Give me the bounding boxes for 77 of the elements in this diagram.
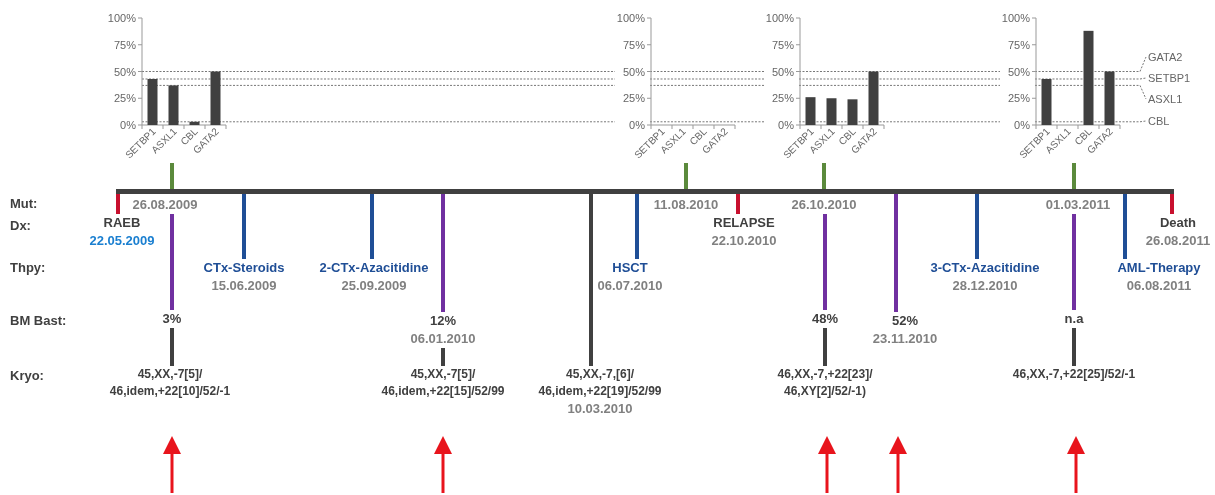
axis-tick-label: 100% xyxy=(1001,12,1030,24)
gene-label: CBL xyxy=(1148,115,1170,127)
row-label: Kryo: xyxy=(10,368,44,383)
row-label: Thpy: xyxy=(10,260,46,275)
gene-label: GATA2 xyxy=(1148,51,1183,63)
event-date: 28.12.2010 xyxy=(952,277,1018,295)
event-label: AML-Therapy xyxy=(1117,259,1201,277)
connector-line xyxy=(894,194,898,312)
event-label: 48% xyxy=(812,310,838,328)
gene-label: ASXL1 xyxy=(1148,93,1183,105)
connector-line xyxy=(370,194,374,259)
event-label: 3% xyxy=(162,310,182,328)
axis-tick-label: 100% xyxy=(765,12,794,24)
event-date: 15.06.2009 xyxy=(211,277,277,295)
axis-tick-label: 100% xyxy=(107,12,136,24)
connector-line xyxy=(823,328,827,366)
event-date: 25.09.2009 xyxy=(341,277,407,295)
connector-line xyxy=(823,214,827,310)
event-date: 06.07.2010 xyxy=(597,277,663,295)
karyotype-label: 45,XX,-7[5]/ 46,idem,+22[10]/52/-1 xyxy=(108,366,232,400)
karyotype-label: 45,XX,-7[5]/ 46,idem,+22[15]/52/99 xyxy=(380,366,506,400)
connector-line xyxy=(736,194,740,214)
row-label: BM Bast: xyxy=(10,313,67,328)
connector-line xyxy=(635,194,639,259)
connector-line xyxy=(116,194,120,214)
connector-line xyxy=(170,214,174,310)
axis-tick-label: 50% xyxy=(1007,65,1030,78)
axis-tick-label: 50% xyxy=(622,65,645,78)
event-date: 06.08.2011 xyxy=(1126,277,1192,295)
karyotype-label: 45,XX,-7,[6]/ 46,idem,+22[19]/52/99 xyxy=(537,366,663,400)
karyotype-label: 46,XX,-7,+22[23]/ 46,XY[2]/52/-1) xyxy=(776,366,874,400)
event-label: HSCT xyxy=(612,259,648,277)
axis-tick-label: 0% xyxy=(1014,119,1030,131)
event-label: 12% xyxy=(430,312,456,330)
row-label: Dx: xyxy=(10,218,31,233)
event-date: 10.03.2010 xyxy=(567,400,633,418)
event-date: 22.05.2009 xyxy=(89,232,155,250)
event-label: 3-CTx-Azacitidine xyxy=(930,259,1040,277)
axis-tick-label: 50% xyxy=(771,65,794,78)
event-label: 2-CTx-Azacitidine xyxy=(319,259,429,277)
row-label: Mut: xyxy=(10,196,38,211)
axis-tick-label: 0% xyxy=(778,119,794,131)
axis-tick-label: 75% xyxy=(622,38,645,51)
event-date: 23.11.2010 xyxy=(872,330,938,348)
event-date: 22.10.2010 xyxy=(711,232,777,250)
connector-line xyxy=(1072,214,1076,310)
event-label: n.a xyxy=(1064,310,1084,328)
connector-line xyxy=(1123,194,1127,259)
connector-line xyxy=(1072,328,1076,366)
connector-line xyxy=(441,194,445,312)
event-label: CTx-Steroids xyxy=(203,259,285,277)
event-date: 26.08.2011 xyxy=(1145,232,1211,250)
axis-tick-label: 75% xyxy=(1007,38,1030,51)
axis-tick-label: 25% xyxy=(622,92,645,105)
connector-line xyxy=(975,194,979,259)
event-date: 06.01.2010 xyxy=(410,330,476,348)
axis-tick-label: 100% xyxy=(616,12,645,24)
axis-tick-label: 0% xyxy=(629,119,645,131)
axis-tick-label: 25% xyxy=(771,92,794,105)
event-label: Death xyxy=(1159,214,1197,232)
event-label: RAEB xyxy=(103,214,141,232)
connector-line xyxy=(441,348,445,366)
gene-label: SETBP1 xyxy=(1148,72,1191,84)
axis-tick-label: 50% xyxy=(113,65,136,78)
axis-tick-label: 25% xyxy=(1007,92,1030,105)
event-label: RELAPSE xyxy=(713,214,775,232)
axis-tick-label: 75% xyxy=(113,38,136,51)
karyotype-label: 46,XX,-7,+22[25]/52/-1 xyxy=(1012,366,1136,383)
timeline-bar xyxy=(116,189,1174,194)
connector-line xyxy=(170,328,174,366)
axis-tick-label: 25% xyxy=(113,92,136,105)
connector-line xyxy=(589,194,593,366)
axis-tick-label: 75% xyxy=(771,38,794,51)
event-label: 52% xyxy=(892,312,918,330)
axis-tick-label: 0% xyxy=(120,119,136,131)
connector-line xyxy=(1170,194,1174,214)
connector-line xyxy=(242,194,246,259)
